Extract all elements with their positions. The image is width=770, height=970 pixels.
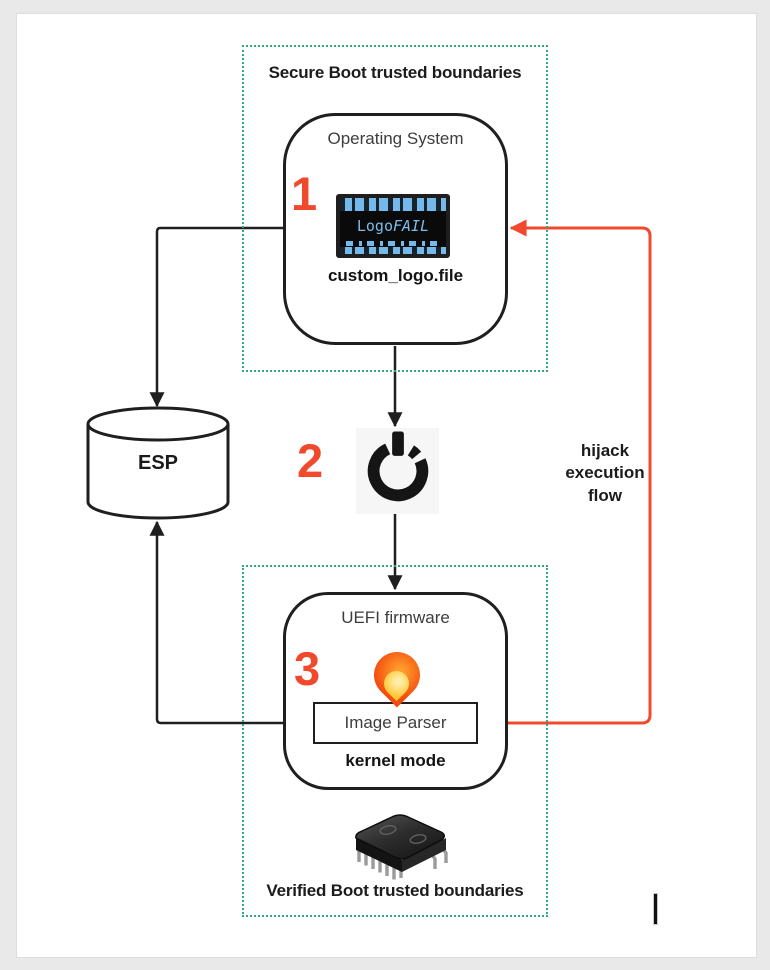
hijack-execution-flow-label: hijack execution flow bbox=[558, 440, 652, 507]
database-cylinder-icon bbox=[86, 406, 230, 520]
step-2-number: 2 bbox=[297, 434, 324, 487]
power-block bbox=[356, 428, 439, 514]
glitch-text-row bbox=[346, 241, 440, 246]
logofail-text-italic: FAIL bbox=[393, 216, 430, 235]
esp-label: ESP bbox=[137, 452, 179, 474]
logofail-text-regular: Logo bbox=[356, 216, 393, 235]
hijack-line-3: flow bbox=[588, 485, 622, 505]
hijack-line-1: hijack bbox=[580, 441, 630, 460]
chip-svg bbox=[355, 814, 448, 880]
custom-logo-file-caption: custom_logo.file bbox=[327, 266, 464, 285]
glitch-band-top bbox=[340, 198, 446, 211]
verified-boot-boundary: Verified Boot trusted boundaries bbox=[242, 565, 548, 917]
image-parser-box: Image Parser bbox=[313, 702, 478, 744]
verified-boot-title: Verified Boot trusted boundaries bbox=[266, 881, 524, 900]
chip-icon bbox=[338, 804, 468, 882]
step-3-number: 3 bbox=[294, 642, 321, 695]
uefi-firmware-label: UEFI firmware bbox=[341, 608, 450, 627]
glitch-band-bottom bbox=[340, 247, 446, 254]
secure-boot-title: Secure Boot trusted boundaries bbox=[268, 63, 522, 82]
secure-boot-boundary: Secure Boot trusted boundaries bbox=[242, 45, 548, 372]
power-icon bbox=[367, 431, 428, 502]
step-1-number: 1 bbox=[291, 167, 318, 220]
hijack-line-2: execution bbox=[565, 463, 645, 483]
esp-cylinder bbox=[85, 404, 231, 524]
operating-system-label: Operating System bbox=[327, 129, 464, 148]
image-parser-label: Image Parser bbox=[344, 713, 447, 732]
kernel-mode-label: kernel mode bbox=[345, 751, 446, 770]
text-cursor bbox=[653, 893, 658, 925]
flame-icon bbox=[364, 642, 430, 708]
